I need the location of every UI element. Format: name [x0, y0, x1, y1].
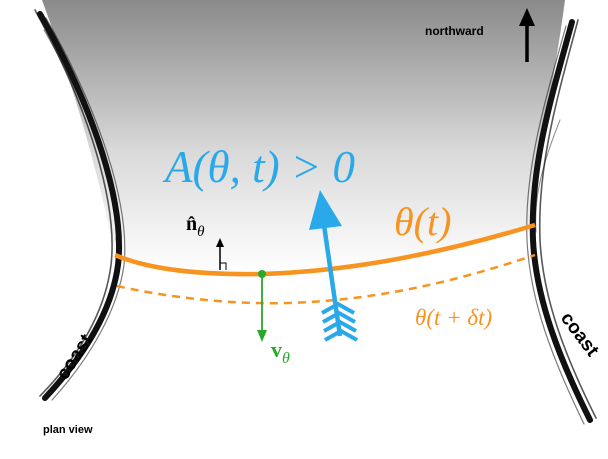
isotherm-line: [114, 222, 536, 277]
isotherm-label: θ(t): [394, 199, 451, 244]
normal-arrow-icon: [216, 238, 227, 270]
northward-label: northward: [425, 24, 484, 38]
right-coast: [526, 19, 597, 425]
velocity-label: vθ: [271, 337, 290, 367]
left-coast: [34, 9, 126, 401]
plan-view-label: plan view: [43, 424, 93, 436]
warm-region: [42, 0, 565, 275]
coast-label-left: coast: [53, 330, 98, 384]
velocity-arrow-icon: [257, 270, 267, 342]
north-arrow-icon: [519, 8, 535, 62]
normal-label: n̂θ: [186, 213, 205, 240]
area-condition-label: A(θ, t) > 0: [162, 142, 355, 192]
isotherm-next-label: θ(t + δt): [415, 305, 492, 330]
area-arrow-icon: [309, 190, 358, 342]
isotherm-next-line: [116, 253, 536, 305]
